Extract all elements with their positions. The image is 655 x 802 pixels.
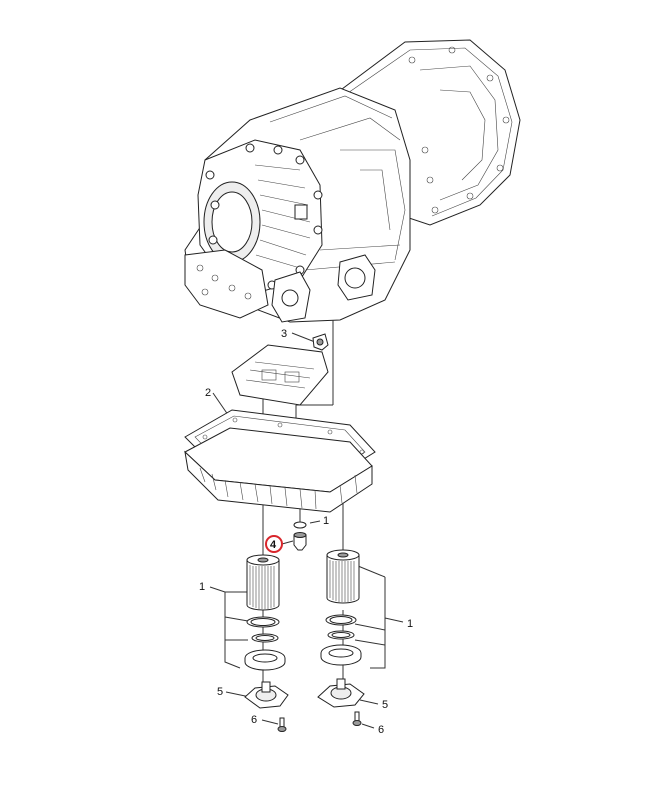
callout-1-oring[interactable]: 1	[323, 515, 329, 527]
left-filter-cover	[244, 681, 289, 709]
right-filter-cover	[317, 678, 365, 708]
left-filter-element	[246, 554, 280, 611]
drain-plug-part-4	[293, 532, 307, 551]
callout-4[interactable]: 4	[270, 539, 277, 551]
valve-body	[231, 344, 329, 406]
fitting-part-3	[312, 333, 329, 351]
right-bolt-part-6	[352, 711, 362, 726]
callout-4-highlight-ring	[265, 535, 283, 553]
callout-1-left[interactable]: 1	[199, 581, 205, 593]
callout-labels: 3 2 1 4 1 1 5 5 6 6	[199, 328, 413, 736]
transmission-housing	[184, 39, 521, 323]
left-bolt-part-6	[277, 717, 287, 732]
callout-1-right[interactable]: 1	[407, 618, 413, 630]
callout-5-left[interactable]: 5	[217, 686, 223, 698]
callout-6-left[interactable]: 6	[251, 714, 257, 726]
right-filter-element	[326, 549, 360, 604]
callout-2[interactable]: 2	[205, 387, 211, 399]
left-seal-rings	[244, 616, 286, 671]
small-o-ring	[293, 521, 307, 529]
right-seal-rings	[320, 614, 362, 666]
oil-pan	[184, 427, 373, 513]
callout-3[interactable]: 3	[281, 328, 287, 340]
callout-6-right[interactable]: 6	[378, 724, 384, 736]
callout-5-right[interactable]: 5	[382, 699, 388, 711]
